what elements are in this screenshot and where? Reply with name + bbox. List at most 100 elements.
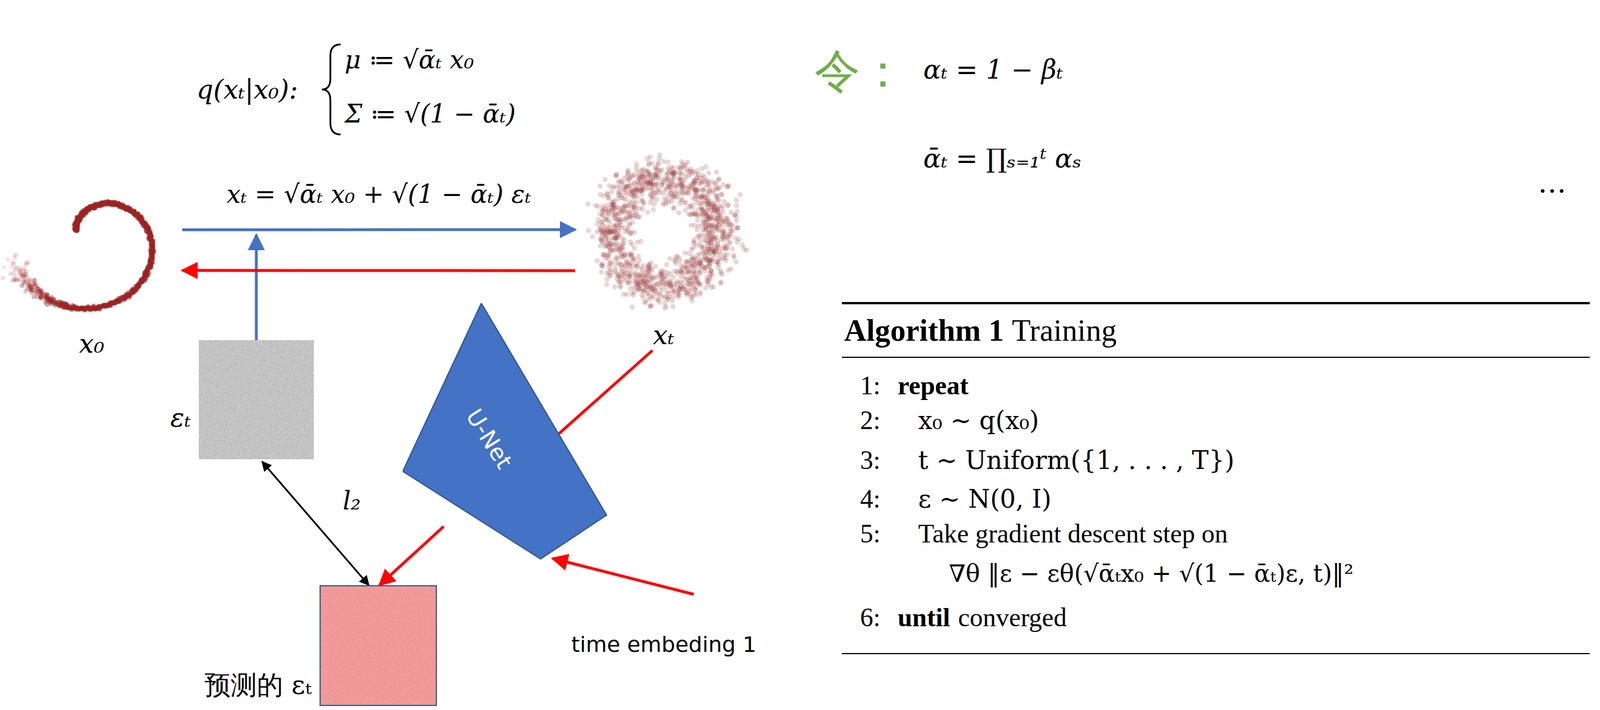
algorithm-top-rule: [841, 301, 1590, 305]
data-point: [685, 159, 691, 165]
data-point: [624, 183, 630, 190]
data-point: [671, 288, 677, 294]
data-point: [665, 159, 671, 165]
data-point: [664, 289, 670, 295]
data-point: [619, 268, 625, 274]
data-point: [626, 280, 632, 286]
data-point: [734, 202, 740, 208]
data-point: [725, 182, 731, 188]
data-point: [651, 206, 657, 212]
data-point: [701, 186, 707, 192]
data-point: [639, 187, 645, 193]
data-point: [733, 259, 739, 265]
data-point: [665, 296, 671, 302]
data-point: [622, 208, 628, 214]
data-point: [594, 229, 600, 235]
data-point: [670, 205, 677, 211]
data-point: [34, 283, 39, 288]
data-point: [612, 284, 618, 290]
data-point: [632, 271, 638, 277]
data-point: [665, 165, 671, 171]
data-point: [683, 174, 689, 180]
data-point: [624, 291, 630, 297]
data-point: [23, 288, 28, 294]
algorithm-mid-rule: [841, 356, 1590, 358]
data-point: [656, 280, 662, 286]
data-point: [641, 278, 647, 284]
data-point: [590, 234, 596, 240]
data-point: [638, 238, 644, 244]
noisy-ring-data: [585, 152, 750, 312]
data-point: [618, 284, 624, 290]
data-point: [722, 242, 728, 248]
data-point: [718, 205, 724, 211]
data-point: [668, 279, 674, 285]
data-point: [674, 189, 680, 195]
data-point: [725, 251, 731, 257]
data-point: [27, 278, 32, 284]
data-point: [14, 252, 19, 257]
data-point: [23, 261, 29, 267]
data-point: [627, 253, 633, 259]
data-point: [31, 294, 36, 300]
data-point: [664, 172, 670, 178]
data-point: [0, 275, 6, 281]
data-point: [688, 222, 694, 228]
data-point: [32, 277, 38, 283]
data-point: [47, 299, 52, 305]
data-point: [592, 202, 599, 208]
data-point: [620, 240, 626, 247]
data-point: [101, 303, 106, 308]
data-point: [664, 262, 670, 268]
data-point: [615, 196, 621, 202]
data-point: [695, 217, 701, 223]
data-point: [10, 260, 15, 265]
data-point: [36, 290, 42, 296]
data-point: [662, 305, 668, 311]
data-point: [659, 268, 665, 274]
data-point: [718, 191, 724, 198]
data-point: [717, 280, 723, 286]
data-point: [17, 269, 22, 274]
data-point: [5, 256, 10, 262]
data-point: [19, 283, 24, 288]
data-point: [659, 273, 665, 279]
algorithm-bottom-rule: [841, 652, 1590, 654]
data-point: [689, 205, 695, 211]
data-point: [706, 183, 712, 190]
brace: [321, 44, 341, 135]
data-point: [43, 300, 48, 305]
data-point: [652, 263, 658, 269]
data-point: [616, 260, 622, 266]
data-point: [646, 263, 652, 269]
data-point: [668, 284, 674, 290]
data-point: [632, 229, 638, 235]
data-point: [729, 246, 735, 252]
data-point: [719, 191, 725, 198]
data-point: [604, 281, 610, 288]
data-point: [714, 169, 720, 175]
data-point: [629, 304, 635, 310]
data-point: [594, 221, 600, 227]
data-point: [602, 177, 608, 183]
data-point: [677, 258, 683, 264]
data-point: [702, 268, 708, 274]
data-point: [700, 217, 706, 223]
data-point: [636, 258, 642, 264]
data-point: [10, 271, 16, 276]
data-point: [689, 246, 695, 252]
data-point: [659, 181, 665, 187]
data-point: [706, 170, 712, 176]
data-point: [586, 227, 592, 233]
data-point: [737, 191, 743, 198]
data-point: [698, 244, 705, 250]
data-point: [692, 195, 698, 202]
data-point: [9, 264, 14, 269]
data-point: [682, 250, 688, 256]
data-point: [23, 276, 28, 282]
noise-inject-arrow: [255, 234, 259, 341]
data-point: [620, 246, 626, 252]
data-point: [663, 284, 669, 290]
data-point: [17, 268, 22, 274]
data-point: [659, 182, 665, 188]
